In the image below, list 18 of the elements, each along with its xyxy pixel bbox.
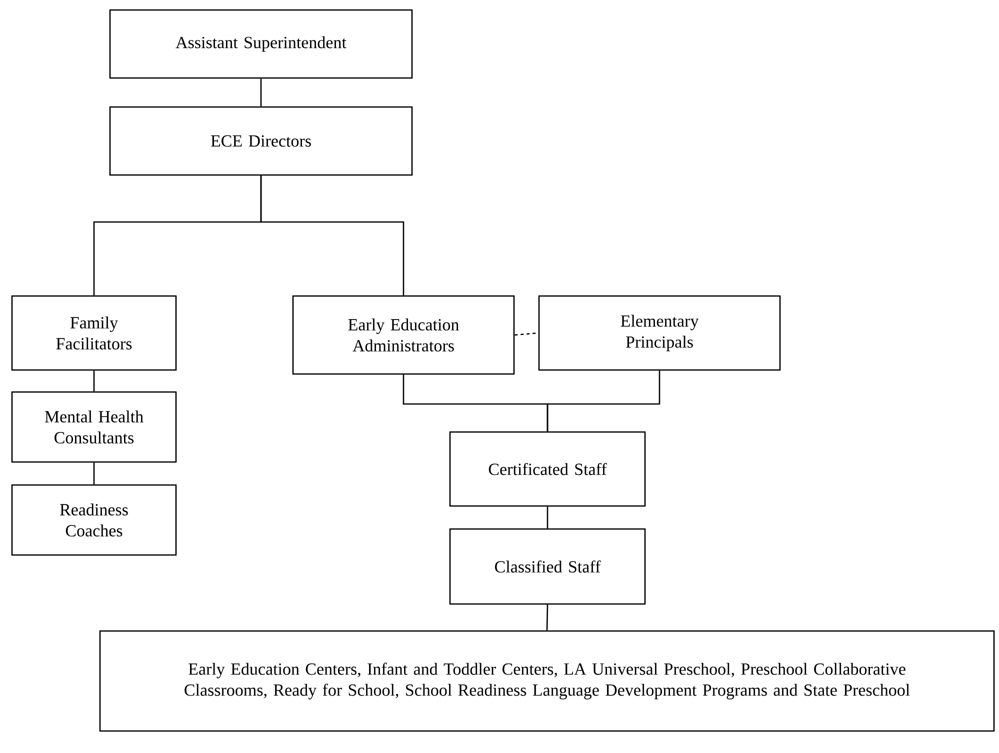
connector-line [546,370,660,432]
connector-line [93,370,95,392]
connector-line [260,78,262,106]
org-box: Early Education Administrators [292,295,515,375]
connector-line [546,604,548,630]
dashed-connector [514,332,538,336]
org-box: Mental Health Consultants [11,391,177,463]
org-box: Classified Staff [449,528,646,605]
connector-line [546,506,548,528]
org-box: Assistant Superintendent [109,9,413,79]
org-box: Family Facilitators [11,295,177,371]
connector-line [260,176,404,296]
org-box: Elementary Principals [538,295,781,371]
org-box: Early Education Centers, Infant and Toddler Centers, LA Universal Preschool, Preschool Collaborative Classrooms, Ready for School, School Readiness Language Development Programs and State Preschool [99,630,995,732]
connector-line [93,462,95,484]
org-box: Certificated Staff [449,431,646,507]
org-box: ECE Directors [109,106,413,176]
org-box: Readiness Coaches [11,484,177,556]
